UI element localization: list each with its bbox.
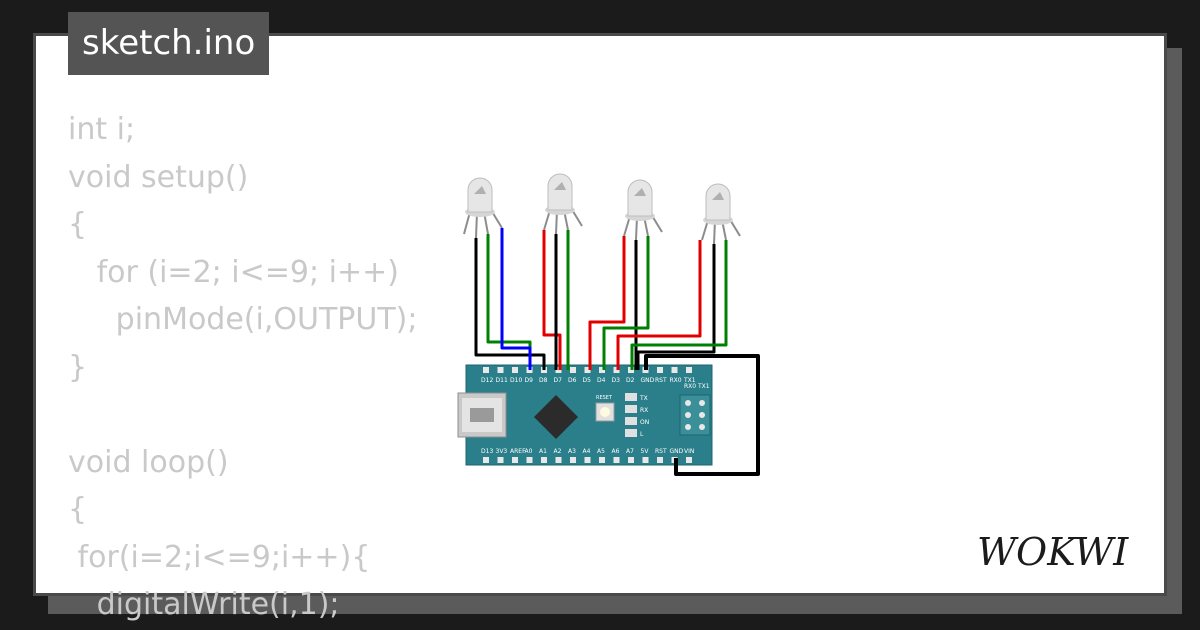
- pin-label: A0: [525, 448, 533, 455]
- pin-label: A1: [539, 448, 547, 455]
- code-line: for(i=2;i<=9;i++){: [68, 539, 371, 575]
- pin-top-d5[interactable]: [584, 367, 591, 373]
- pin-top-d12[interactable]: [483, 367, 489, 373]
- board-led-label: RX: [640, 407, 648, 414]
- pin-bottom-3v3[interactable]: [497, 457, 504, 463]
- board-led-label: ON: [640, 419, 649, 426]
- wire-black-led4: [636, 244, 716, 370]
- code-line: for (i=2; i<=9; i++): [68, 254, 399, 290]
- pin-label: D5: [583, 377, 592, 384]
- pin-label: 5V: [641, 448, 650, 455]
- pin-label: TX1: [683, 377, 696, 384]
- wire-red-led3: [588, 236, 626, 370]
- pin-label: A5: [597, 448, 605, 455]
- pin-label: D13: [481, 448, 493, 455]
- code-line: {: [68, 207, 88, 242]
- pin-label: A6: [612, 448, 620, 455]
- pin-label: D7: [554, 377, 563, 384]
- pin-label: D9: [525, 377, 534, 384]
- pin-bottom-a3[interactable]: [570, 457, 576, 463]
- file-tab[interactable]: sketch.ino: [68, 12, 270, 75]
- preview-card: int i; void setup() { for (i=2; i<=9; i++)…: [33, 33, 1167, 622]
- pin-bottom-rst[interactable]: [657, 457, 663, 463]
- pin-label: RST: [655, 448, 667, 455]
- pin-top-d6[interactable]: [570, 367, 576, 373]
- pin-label: D10: [510, 377, 522, 384]
- pin-label: D2: [626, 377, 635, 384]
- code-line: {: [68, 492, 88, 527]
- wire-green-led1: [486, 234, 532, 370]
- led-2[interactable]: [543, 173, 583, 235]
- wire-green-led3: [602, 236, 650, 370]
- pin-label: 3V3: [496, 448, 508, 455]
- svg-text:WOKWI: WOKWI: [977, 530, 1129, 574]
- pin-top-rst[interactable]: [657, 367, 663, 373]
- wire-blue-led1: [500, 228, 532, 370]
- reset-label: RESET: [596, 395, 613, 401]
- pin-bottom-vin[interactable]: [686, 457, 692, 463]
- wire-gnd-loop: [644, 354, 760, 476]
- rx-tx-label: RX0 TX1: [684, 383, 710, 390]
- pin-label: A2: [554, 448, 562, 455]
- code-snippet: int i; void setup() { for (i=2; i<=9; i++)…: [68, 106, 417, 629]
- wire-green-led4: [630, 240, 728, 370]
- pin-bottom-a6[interactable]: [613, 457, 620, 463]
- board-led-label: TX: [639, 395, 648, 402]
- pin-bottom-a7[interactable]: [628, 457, 634, 463]
- wire-red-led2: [542, 230, 562, 370]
- pin-bottom-a0[interactable]: [526, 457, 533, 463]
- pin-label: D12: [481, 377, 493, 384]
- pin-label: D11: [496, 377, 508, 384]
- led-1[interactable]: [463, 177, 503, 239]
- pin-label: D6: [568, 377, 577, 384]
- pin-bottom-d13[interactable]: [483, 457, 489, 463]
- wire-red-led4: [616, 240, 702, 370]
- code-line: }: [68, 349, 88, 385]
- pin-label: D4: [597, 377, 606, 384]
- pin-bottom-a2[interactable]: [555, 457, 562, 463]
- pin-top-d11[interactable]: [497, 367, 504, 373]
- pin-top-rx0[interactable]: [671, 367, 678, 373]
- pin-label: GND: [641, 377, 655, 384]
- pin-label: VIN: [684, 448, 694, 455]
- pin-label: RX0: [670, 377, 682, 384]
- led-3[interactable]: [623, 179, 663, 241]
- code-line: digitalWrite(i,1);: [68, 587, 340, 622]
- pin-label: A4: [583, 448, 591, 455]
- wires: [474, 228, 760, 476]
- pin-top-d10[interactable]: [512, 367, 518, 373]
- pin-label: RST: [655, 377, 667, 384]
- pin-bottom-5v[interactable]: [642, 457, 649, 463]
- pin-bottom-a1[interactable]: [541, 457, 547, 463]
- pin-bottom-aref[interactable]: [512, 457, 518, 463]
- board-led-label: L: [640, 431, 644, 438]
- code-line: pinMode(i,OUTPUT);: [68, 302, 418, 337]
- code-line: int i;: [68, 112, 136, 147]
- pin-bottom-a5[interactable]: [599, 457, 605, 463]
- pin-label: GND: [670, 448, 684, 455]
- pin-label: D8: [539, 377, 548, 384]
- led-4[interactable]: [701, 183, 741, 245]
- pin-top-d4[interactable]: [599, 367, 605, 373]
- wire-black-led1: [474, 238, 546, 370]
- pin-label: AREF: [510, 448, 526, 455]
- pin-label: D3: [612, 377, 621, 384]
- pin-label: A3: [568, 448, 576, 455]
- pin-bottom-a4[interactable]: [584, 457, 591, 463]
- code-line: void setup(): [68, 159, 249, 195]
- wokwi-logo: WOKWI: [977, 530, 1129, 574]
- pin-label: A7: [626, 448, 634, 455]
- code-line: void loop(): [68, 444, 229, 480]
- pin-top-tx1[interactable]: [686, 367, 692, 373]
